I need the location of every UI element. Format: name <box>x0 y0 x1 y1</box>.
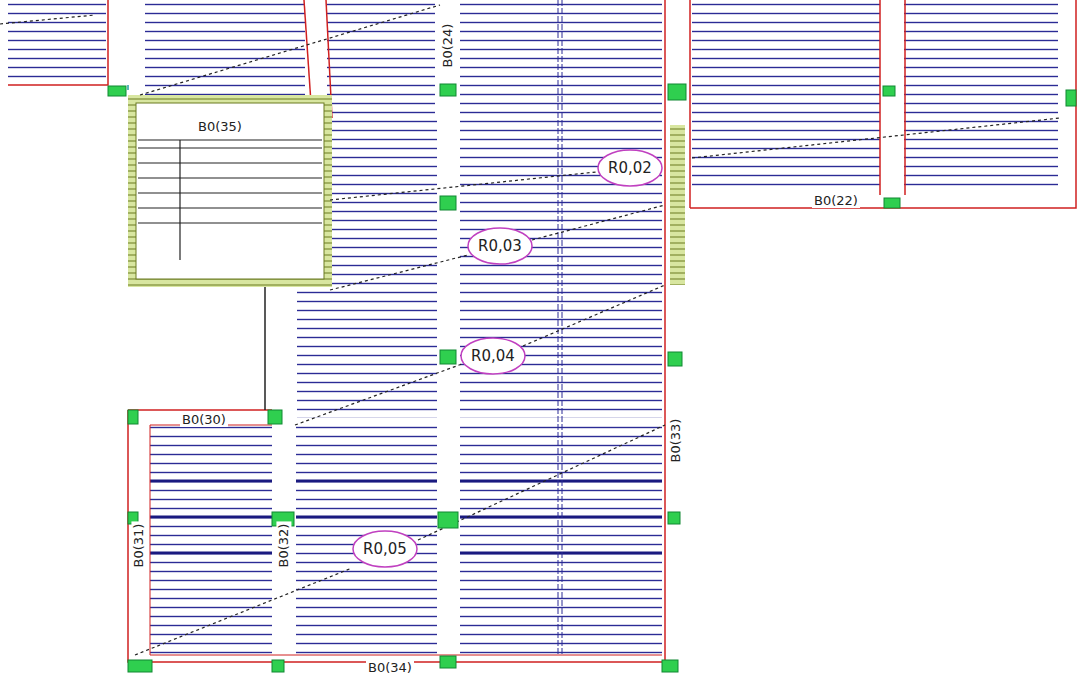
beam-label: B0(22) <box>812 193 860 208</box>
span-ellipse: R0,04 <box>460 337 526 375</box>
span-label: R0,03 <box>478 237 522 255</box>
span-ellipse: R0,05 <box>352 530 418 568</box>
beam-label: B0(35) <box>196 119 244 134</box>
span-label: R0,04 <box>471 347 515 365</box>
span-label: R0,05 <box>363 540 407 558</box>
span-label: R0,02 <box>608 159 652 177</box>
beam-label: B0(32) <box>277 521 292 569</box>
span-ellipse: R0,02 <box>597 149 663 187</box>
beam-label: B0(34) <box>366 660 414 675</box>
span-ellipse: R0,03 <box>467 227 533 265</box>
beam-label: B0(33) <box>669 416 684 464</box>
beam-label: B0(30) <box>180 412 228 427</box>
beam-label: B0(31) <box>132 521 147 569</box>
beam-label: B0(24) <box>441 21 456 69</box>
